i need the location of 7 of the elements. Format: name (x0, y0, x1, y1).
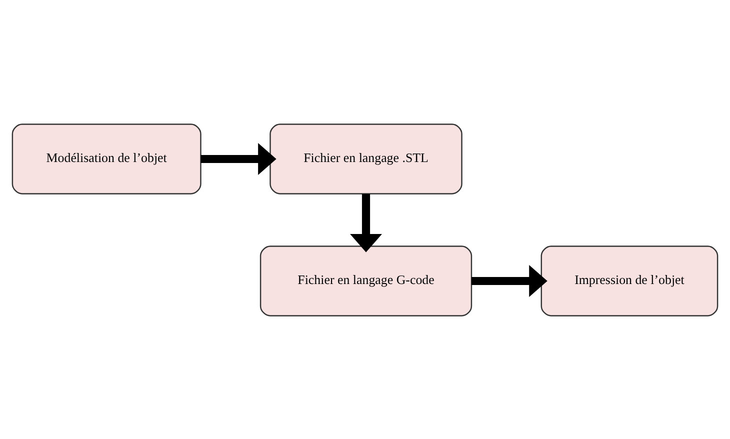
node-box: Fichier en langage G-code (260, 245, 472, 316)
arrow (472, 264, 548, 296)
node-box: Impression de l’objet (540, 245, 718, 316)
node-box: Modélisation de l’objet (12, 123, 202, 194)
node-box: Fichier en langage .STL (270, 123, 462, 194)
arrow (350, 193, 382, 252)
arrow (200, 142, 276, 174)
